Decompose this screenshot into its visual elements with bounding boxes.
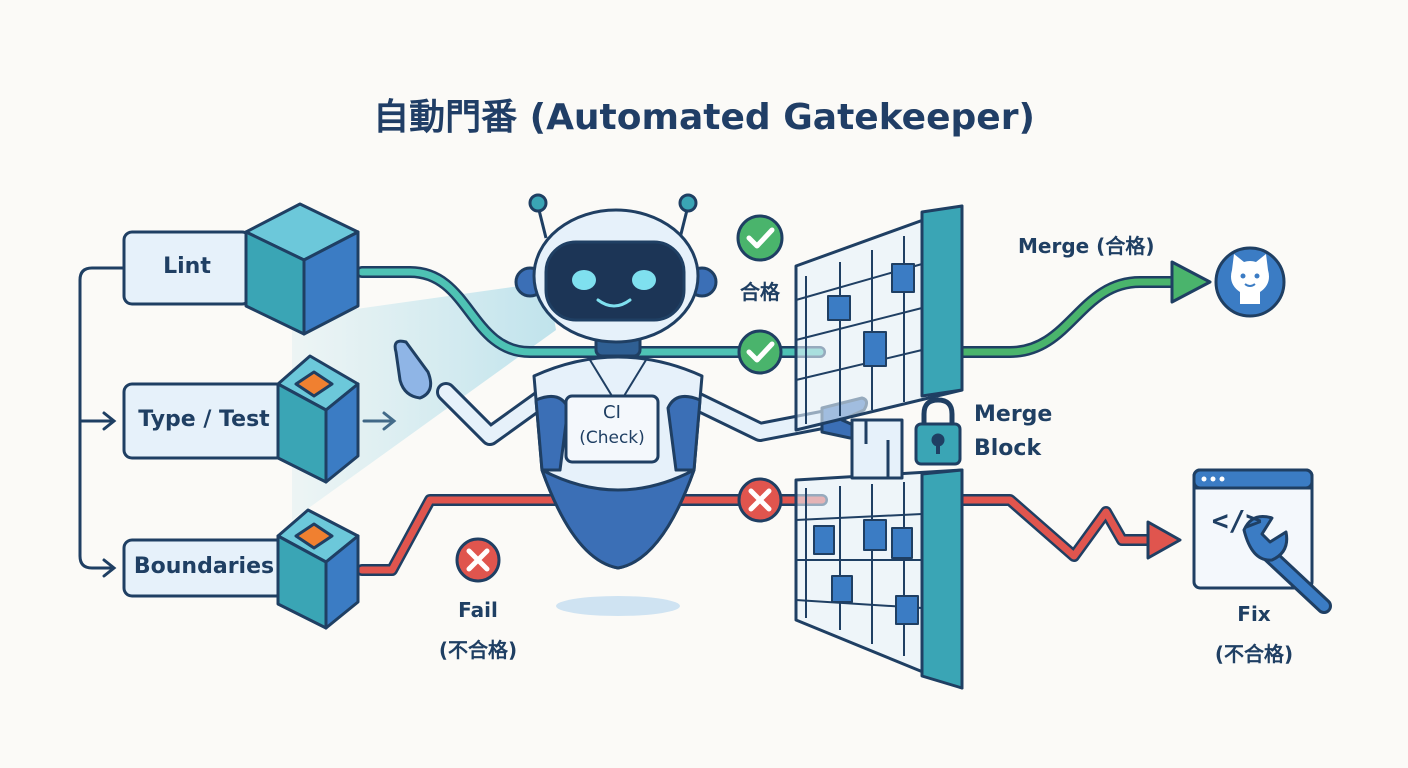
check-label-type-test: Type / Test	[138, 407, 270, 432]
fix-sublabel: (不合格)	[1214, 642, 1294, 666]
check-icon	[736, 214, 784, 262]
robot-badge-subtitle: (Check)	[579, 428, 645, 448]
check-label-lint: Lint	[163, 254, 211, 279]
merge-block-line2: Block	[974, 436, 1042, 461]
merge-label: Merge (合格)	[1018, 234, 1155, 258]
page-title: 自動門番 (Automated Gatekeeper)	[373, 97, 1035, 138]
fix-label: Fix	[1237, 602, 1271, 626]
lock-icon	[914, 397, 962, 466]
github-icon	[1214, 246, 1286, 318]
check-icon	[737, 329, 783, 375]
pass-label: 合格	[740, 280, 780, 304]
code-symbol: </>	[1211, 504, 1263, 537]
cross-icon	[737, 477, 783, 523]
pass-path	[356, 260, 1212, 358]
cube-icon	[244, 202, 360, 336]
check-label-boundaries: Boundaries	[133, 554, 275, 579]
fail-sublabel: (不合格)	[438, 638, 518, 662]
wrench-icon	[1242, 515, 1332, 614]
cross-icon	[455, 537, 501, 583]
cube-icon	[276, 508, 360, 630]
robot-icon	[393, 193, 869, 616]
robot-badge-title: CI	[603, 402, 621, 423]
cube-icon	[276, 354, 360, 484]
gate	[794, 204, 964, 690]
merge-block-line1: Merge	[974, 402, 1053, 427]
fail-label: Fail	[458, 598, 498, 622]
